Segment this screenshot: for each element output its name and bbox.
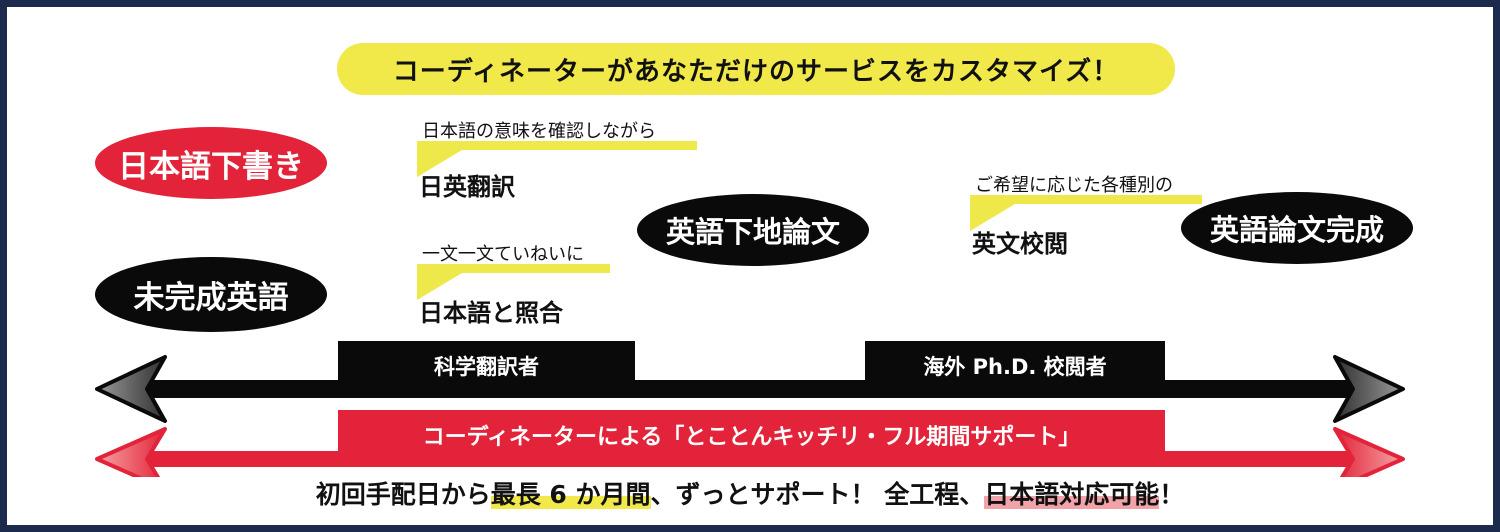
node-incomplete-english: 未完成英語 — [95, 257, 327, 332]
headline-banner: コーディネーターがあなただけのサービスをカスタマイズ！ — [337, 43, 1175, 95]
footer-text: 初回手配日から — [315, 480, 491, 509]
step-label-proofreading: 英文校閲 — [972, 230, 1068, 258]
footer-text: 、ずっとサポート！ 全工程、 — [650, 480, 985, 509]
step-flag — [970, 201, 1020, 231]
step-underline — [417, 264, 610, 273]
step-label-translation: 日英翻訳 — [419, 173, 515, 201]
step-note-collation: 一文一文ていねいに — [422, 244, 584, 265]
node-english-draft: 英語下地論文 — [637, 194, 869, 266]
support-banner: コーディネーターによる「とことんキッチリ・フル期間サポート」 — [338, 410, 1165, 460]
role-translator-box: 科学翻訳者 — [338, 341, 635, 391]
footer-highlight-duration: 最長 6 か月間 — [490, 480, 651, 509]
role-proofreader-box: 海外 Ph.D. 校閲者 — [865, 341, 1165, 391]
step-note-translation: 日本語の意味を確認しながら — [422, 121, 656, 142]
footer-message: 初回手配日から最長 6 か月間、ずっとサポート！ 全工程、日本語対応可能！ — [7, 475, 1493, 511]
step-note-proofreading: ご希望に応じた各種別の — [975, 175, 1173, 196]
step-underline — [417, 141, 697, 150]
step-flag — [417, 270, 467, 300]
footer-highlight-japanese: 日本語対応可能 — [984, 480, 1160, 509]
step-label-collation: 日本語と照合 — [419, 299, 563, 327]
step-flag — [417, 147, 467, 177]
diagram-frame: コーディネーターがあなただけのサービスをカスタマイズ！ 日本語下書き 未完成英語… — [7, 7, 1493, 525]
node-english-final: 英語論文完成 — [1181, 192, 1413, 264]
step-underline — [970, 195, 1202, 204]
footer-text: ！ — [1159, 480, 1185, 509]
node-japanese-draft: 日本語下書き — [95, 127, 327, 199]
